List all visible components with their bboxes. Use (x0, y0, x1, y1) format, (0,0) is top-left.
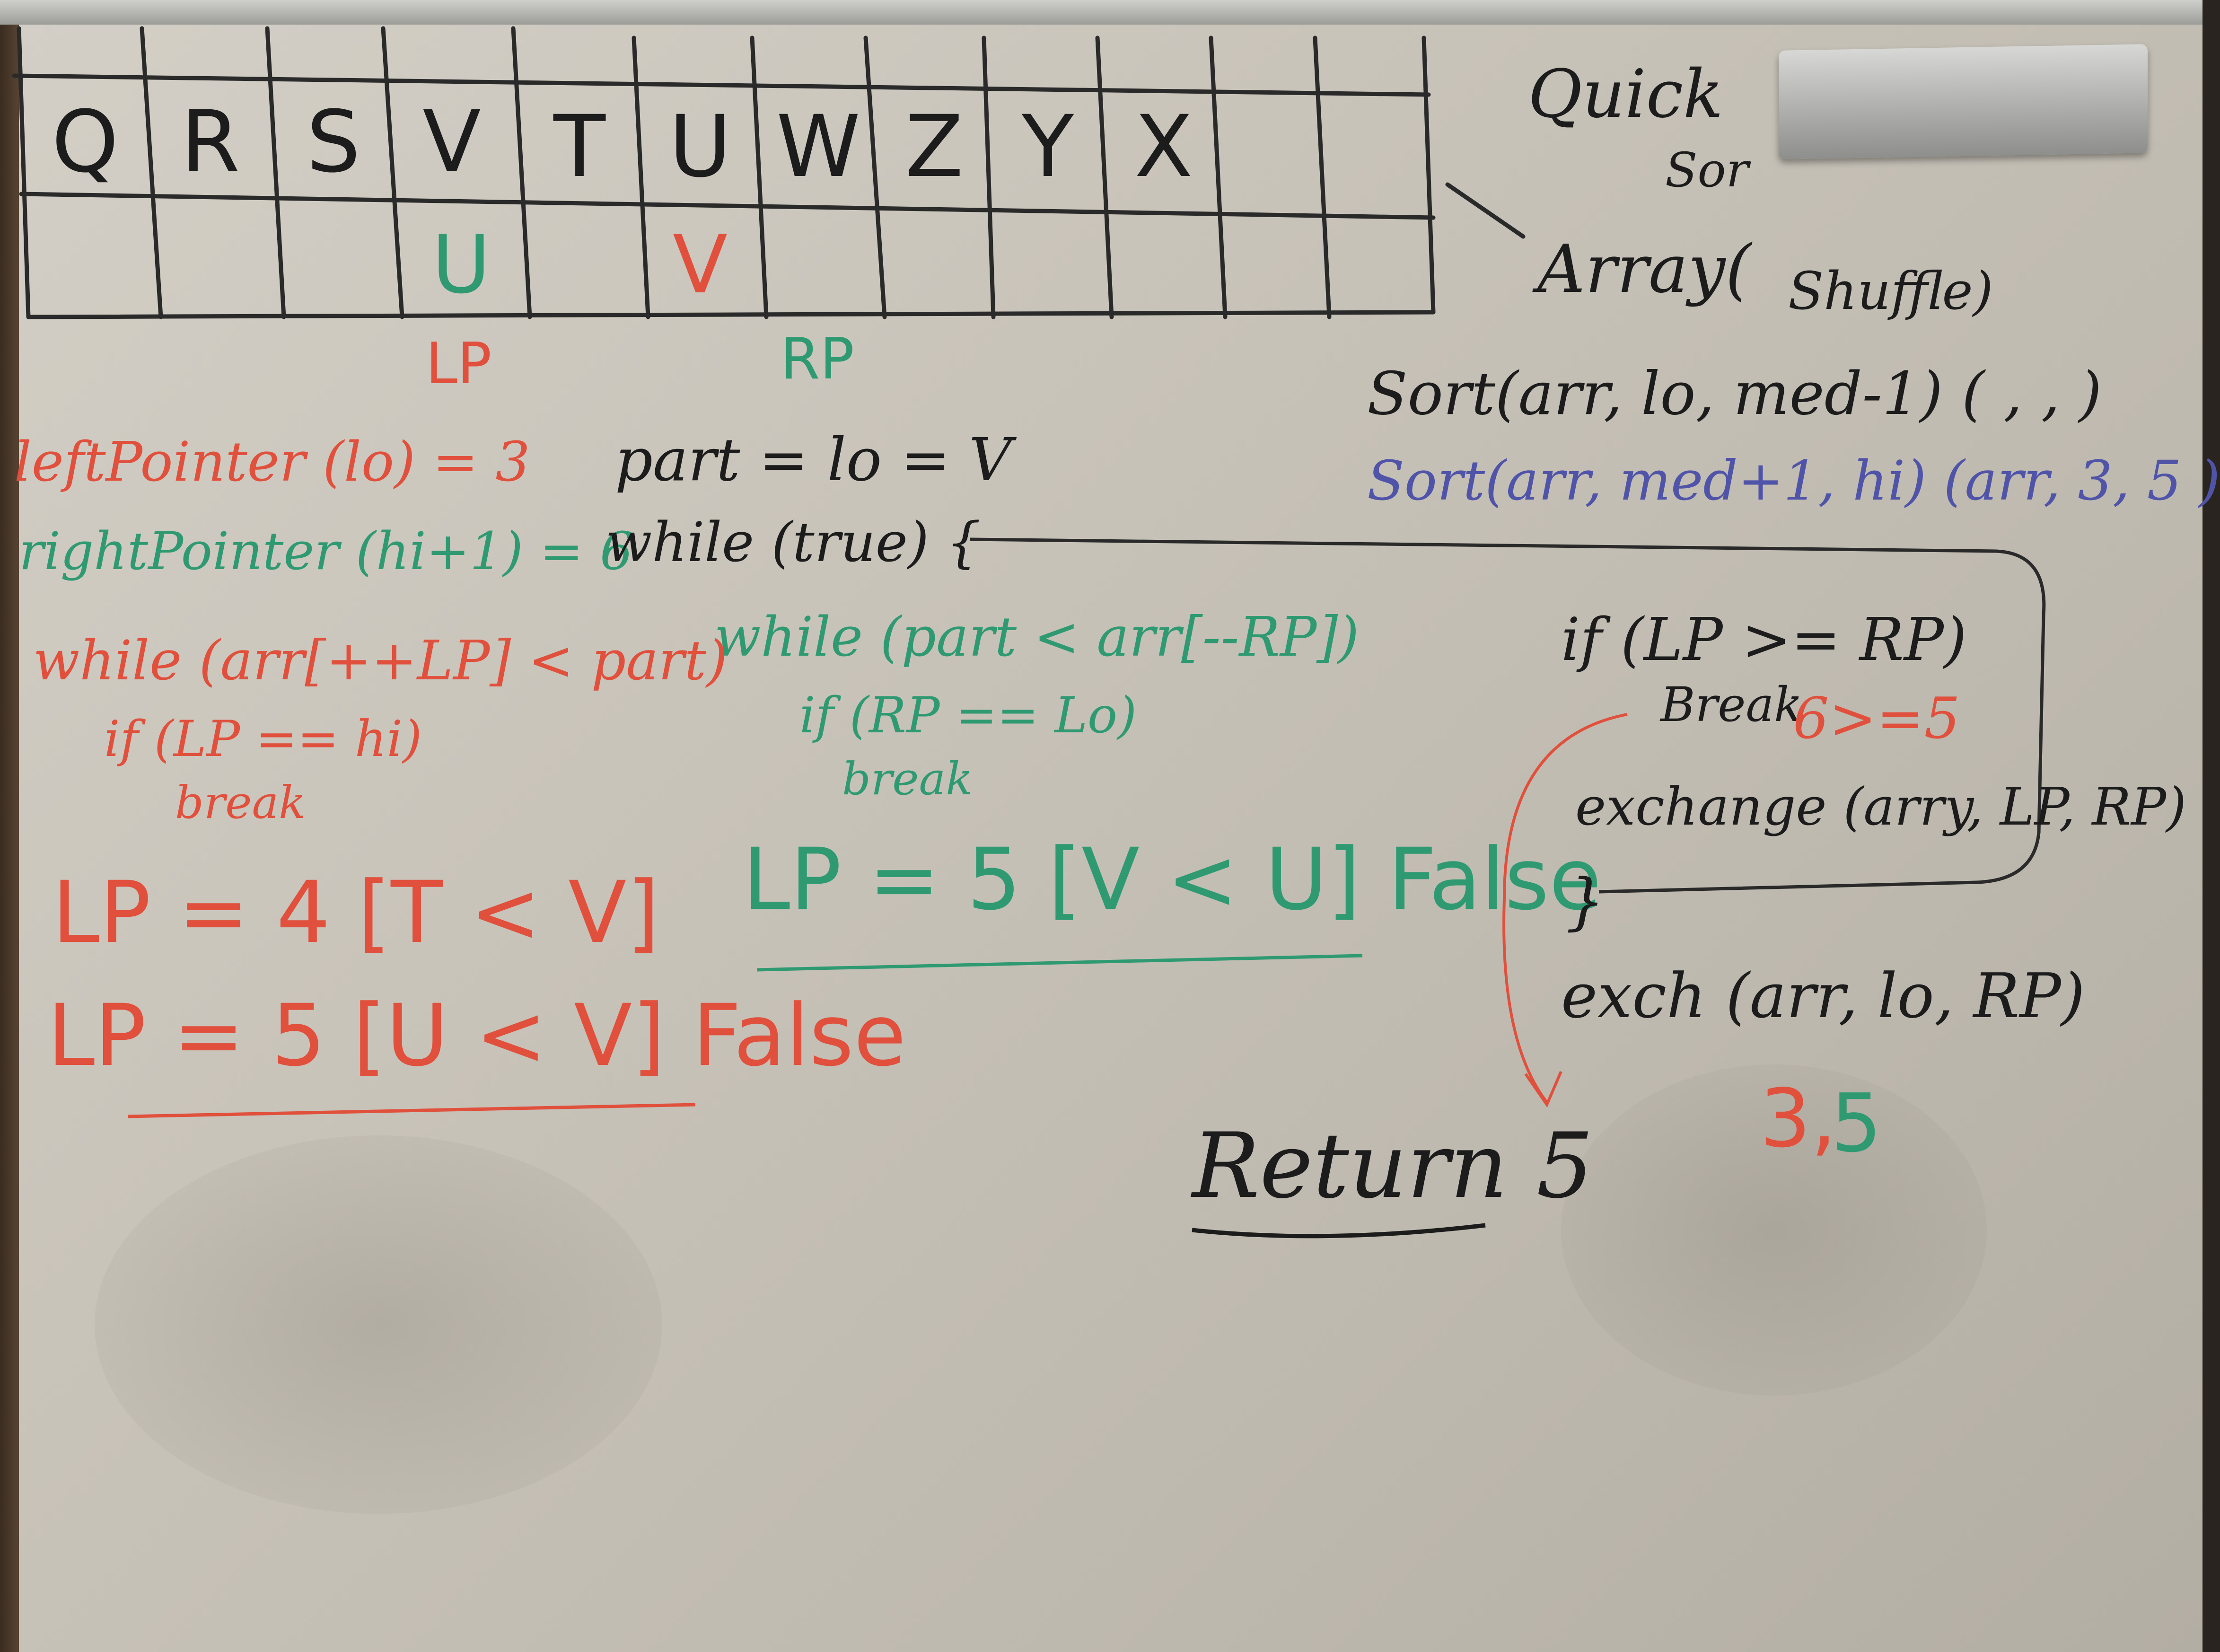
break-arrow (1502, 713, 1628, 1103)
recursive-sort-left: Sort(arr, lo, med-1) ( , , ) (1367, 360, 2102, 428)
left-scan-if: if (LP == hi) (104, 710, 422, 768)
right-scan-if: if (RP == Lo) (799, 686, 1137, 744)
left-scan-underline (127, 1103, 696, 1118)
break-arrow-head (1524, 1071, 1562, 1108)
board-top-frame (0, 0, 2202, 25)
erased-smudge (1561, 1064, 1987, 1396)
right-scan-step1: LP = 5 [V < U] False (743, 830, 1602, 929)
exchange-call: exchange (arry, LP, RP) (1575, 776, 2187, 837)
return-underline (1192, 1223, 1486, 1239)
result-pair-a: 3, (1760, 1072, 1837, 1166)
left-pointer: leftPointer (lo) = 3 (14, 431, 530, 494)
array-marker: U (431, 218, 491, 312)
array-cell: W (776, 97, 860, 196)
array-shuffle-b: Shuffle) (1788, 261, 1993, 321)
cross-check-if: if (LP >= RP) (1561, 606, 1967, 674)
right-scan-while: while (part < arr[--RP]) (714, 606, 1360, 669)
right-pointer: rightPointer (hi+1) = 6 (19, 521, 633, 581)
left-scan-step1: LP = 4 [T < V] (52, 863, 660, 962)
array-cell: Q (52, 92, 119, 192)
left-scan-step2: LP = 5 [U < V] False (47, 986, 906, 1085)
loop-bracket-line (969, 537, 2046, 894)
array-shuffle-a: Array( (1537, 231, 1752, 308)
array-cell: Y (1022, 97, 1074, 196)
array-cell: S (306, 92, 361, 192)
loop-close-brace: } (1566, 865, 1605, 937)
sort-label: Sor (1665, 142, 1749, 198)
right-scan-break: break (842, 753, 973, 805)
array-cell: R (181, 92, 240, 192)
array-marker: V (672, 218, 728, 312)
recursive-sort-right: Sort(arr, med+1, hi) (arr, 3, 5 ) (1367, 449, 2220, 513)
final-exchange: exch (arr, lo, RP) (1561, 960, 2085, 1032)
board-left-frame (0, 0, 21, 1652)
array-cell: V (422, 92, 481, 192)
array-cell: X (1134, 97, 1193, 196)
right-scan-underline (756, 954, 1363, 972)
return-value: Return 5 (1192, 1114, 1594, 1218)
array-cell: T (553, 97, 605, 196)
result-pair-b: 5 (1831, 1077, 1882, 1170)
quick-label: Quick (1528, 56, 1723, 133)
cross-check-compare: 6>=5 (1793, 686, 1960, 752)
left-scan-break: break (175, 777, 306, 829)
lp-label: LP (426, 331, 492, 397)
array-cell: U (669, 97, 731, 196)
left-scan-while: while (arr[++LP] < part) (33, 629, 728, 693)
cross-check-break: Break (1660, 677, 1803, 732)
pivot-assignment: part = lo = V (615, 426, 1012, 494)
while-true: while (true) { (605, 511, 981, 574)
erased-smudge (95, 1135, 662, 1514)
array-cell: Z (905, 97, 964, 196)
rp-label: RP (781, 326, 854, 392)
